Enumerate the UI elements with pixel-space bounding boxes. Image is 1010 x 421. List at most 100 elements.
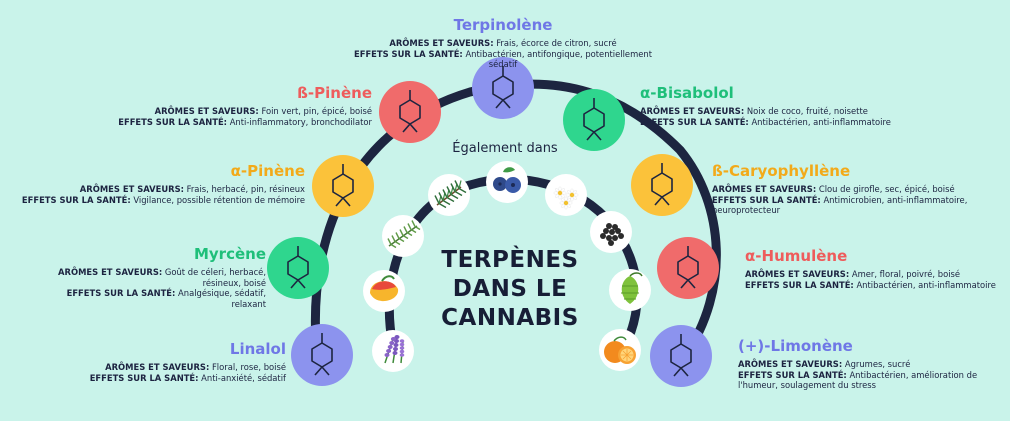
terpene-node-pine-ne: [312, 155, 374, 217]
aromas-value: Frais, écorce de citron, sucré: [496, 38, 617, 48]
molecule-icon: [670, 334, 692, 377]
effects-value: Antibactérien, anti-inflammatoire: [751, 116, 891, 127]
molecule-icon: [399, 90, 421, 133]
terpene-node-pine-ne: [379, 81, 441, 143]
title-line-1: TERPÈNES: [441, 247, 579, 273]
food-node-chamomile: [545, 174, 587, 216]
terpene-node-limone-ne: [650, 325, 712, 387]
aromas-label: ARÔMES ET SAVEURS:: [105, 362, 210, 372]
terpene-circle: [657, 237, 719, 299]
molecule-icon: [311, 333, 333, 376]
molecule-icon: [287, 246, 309, 289]
main-title: TERPÈNES DANS LE CANNABIS: [420, 246, 600, 333]
terpene-name: α-Bisabolol: [640, 84, 734, 102]
food-node-blueberry: [486, 161, 528, 203]
effects-line: l'humeur, soulagement du stress: [738, 380, 977, 391]
aromas-line: ARÔMES ET SAVEURS: Foin vert, pin, épicé…: [118, 106, 372, 117]
aromas-value: Goût de céleri, herbacé, résineux, boisé: [164, 267, 266, 288]
aromas-line: ARÔMES ET SAVEURS: Frais, écorce de citr…: [343, 38, 663, 49]
food-node-hops: [609, 269, 651, 311]
effects-value: Antimicrobien, anti-inflammatoire,: [823, 194, 968, 205]
terpene-circle: [267, 237, 329, 299]
effects-label: EFFETS SUR LA SANTÉ:: [738, 369, 847, 380]
terpene-circle: [312, 155, 374, 217]
effects-value: Anti-inflammatory, bronchodilator: [229, 116, 372, 127]
molecule-icon: [677, 246, 699, 289]
aromas-value: Agrumes, sucré: [844, 359, 911, 369]
aromas-label: ARÔMES ET SAVEURS:: [640, 106, 745, 116]
effects-label: EFFETS SUR LA SANTÉ:: [745, 279, 854, 290]
effects-line: neuroprotecteur: [712, 205, 967, 216]
food-node-pepper: [590, 211, 632, 253]
effects-line: EFFETS SUR LA SANTÉ: Anti-inflammatory, …: [118, 117, 372, 128]
lavender-icon: [384, 335, 405, 364]
terpene-name: α-Humulène: [745, 247, 848, 265]
aromas-value: Amer, floral, poivré, boisé: [851, 269, 961, 279]
molecule-icon: [583, 98, 605, 141]
mango-icon: [370, 275, 399, 302]
aromas-value: Floral, rose, boisé: [211, 362, 286, 372]
title-line-3: CANNABIS: [441, 305, 579, 331]
food-circle: [428, 174, 470, 216]
terpene-name: Myrcène: [193, 245, 266, 263]
food-node-rosemary: [382, 215, 424, 257]
effects-value: Antibactérien, anti-inflammatoire: [856, 279, 996, 290]
effects-line: EFFETS SUR LA SANTÉ: Antibactérien, amél…: [738, 370, 977, 381]
aromas-line: ARÔMES ET SAVEURS: Clou de girofle, sec,…: [712, 184, 967, 195]
aromas-value: Foin vert, pin, épicé, boisé: [261, 106, 372, 116]
effects-value: Antibactérien, amélioration de: [849, 369, 978, 380]
molecule-icon: [332, 164, 354, 207]
effects-line: EFFETS SUR LA SANTÉ: Antimicrobien, anti…: [712, 195, 967, 206]
terpene-name: Terpinolène: [453, 16, 553, 34]
terpene-name: (+)-Limonène: [738, 337, 853, 355]
effects-label: EFFETS SUR LA SANTÉ:: [640, 116, 749, 127]
pepper-icon: [600, 223, 624, 246]
aromas-label: ARÔMES ET SAVEURS:: [154, 106, 259, 116]
effects-label: EFFETS SUR LA SANTÉ:: [118, 116, 228, 127]
aromas-label: ARÔMES ET SAVEURS:: [58, 267, 163, 277]
food-circle: [372, 330, 414, 372]
aromas-line: ARÔMES ET SAVEURS: Noix de coco, fruité,…: [640, 106, 891, 117]
effects-value: neuroprotecteur: [712, 205, 781, 216]
effects-line: EFFETS SUR LA SANTÉ: Antibactérien, anti…: [640, 117, 891, 128]
effects-value: Anti-anxiété, sédatif: [201, 372, 286, 383]
effects-value: Antibactérien, antifongique, potentielle…: [465, 48, 652, 70]
terpene-node-linalol: [291, 324, 353, 386]
effects-value: Vigilance, possible rétention de mémoire: [133, 194, 305, 205]
aromas-value: Frais, herbacé, pin, résineux: [186, 184, 305, 194]
food-node-pine: [428, 174, 470, 216]
aromas-line: ARÔMES ET SAVEURS: Floral, rose, boisé: [90, 362, 286, 373]
aromas-label: ARÔMES ET SAVEURS:: [745, 269, 850, 279]
terpene-node-bisabolol: [563, 89, 625, 151]
effects-line: EFFETS SUR LA SANTÉ: Vigilance, possible…: [22, 195, 305, 206]
rosemary-icon: [387, 220, 421, 249]
orange-icon: [604, 336, 636, 364]
aromas-value: Clou de girofle, sec, épicé, boisé: [818, 184, 955, 194]
pine-icon: [434, 180, 467, 209]
aromas-line: ARÔMES ET SAVEURS: Goût de céleri, herba…: [46, 267, 266, 288]
effects-label: EFFETS SUR LA SANTÉ:: [66, 288, 176, 299]
molecule-icon: [492, 66, 514, 109]
aromas-line: ARÔMES ET SAVEURS: Agrumes, sucré: [738, 359, 977, 370]
food-node-mango: [363, 270, 405, 312]
molecule-icon: [651, 163, 673, 206]
terpene-node-terpinole-ne: [472, 57, 534, 119]
chamomile-icon: [553, 186, 579, 210]
food-node-orange: [599, 329, 641, 371]
terpene-name: α-Pinène: [230, 162, 305, 180]
aromas-label: ARÔMES ET SAVEURS:: [712, 184, 817, 194]
effects-line: EFFETS SUR LA SANTÉ: Antibactérien, anti…: [343, 49, 663, 70]
terpene-name: Linalol: [229, 340, 286, 358]
terpene-circle: [379, 81, 441, 143]
effects-value: Analgésique, sédatif, relaxant: [178, 288, 266, 309]
aromas-line: ARÔMES ET SAVEURS: Amer, floral, poivré,…: [745, 269, 996, 280]
